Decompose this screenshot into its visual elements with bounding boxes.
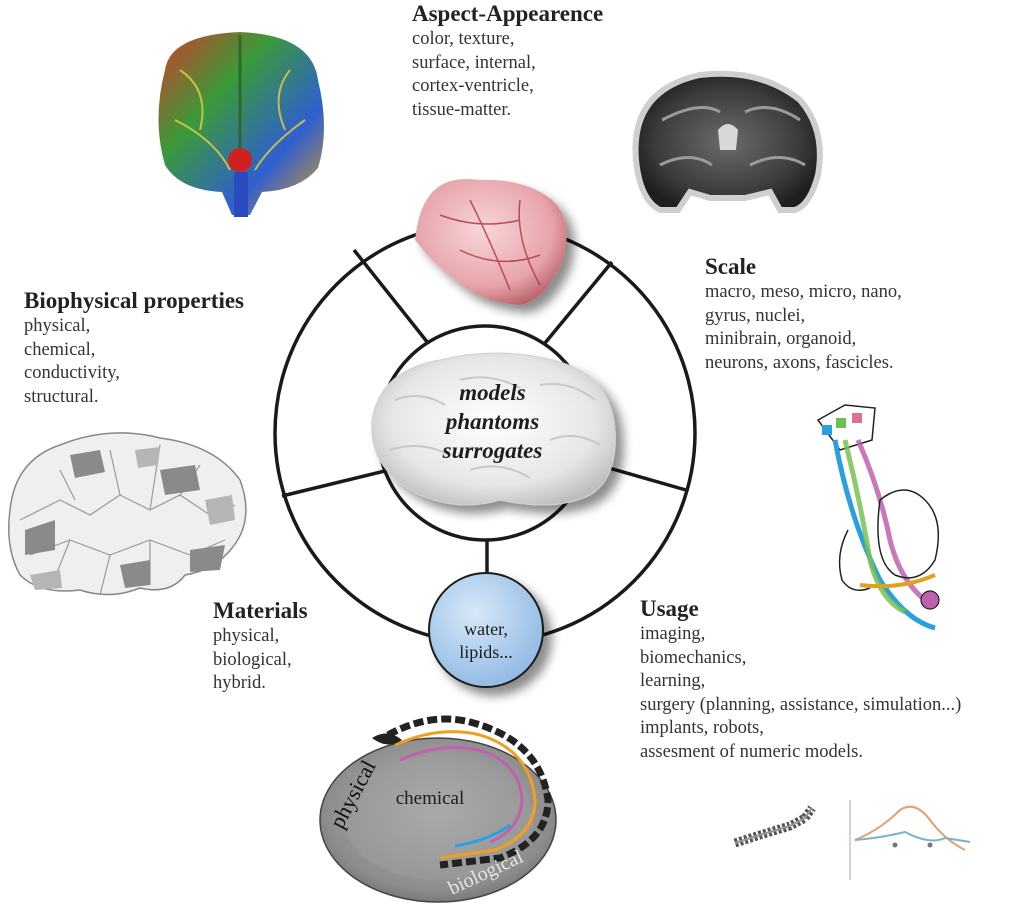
materials-title: Materials xyxy=(213,598,308,623)
hub-label: water, lipids... xyxy=(430,618,542,664)
petri-dish-image: physical biological xyxy=(319,715,557,903)
center-line-surrogates: surrogates xyxy=(442,438,543,463)
scale-line: neurons, axons, fascicles. xyxy=(705,352,894,373)
biophysical-line: physical, xyxy=(24,316,91,336)
brain-tissue-sample-image xyxy=(415,179,567,305)
water-lipids-hub xyxy=(428,572,544,688)
robot-arm-plot-image xyxy=(733,800,971,880)
materials-line: physical, xyxy=(213,626,280,646)
aspect-line: tissue-matter. xyxy=(412,99,512,120)
scale-title: Scale xyxy=(705,254,757,279)
hub-line: lipids... xyxy=(459,642,513,662)
aspect-line: surface, internal, xyxy=(412,52,536,73)
hub-line: water, xyxy=(464,619,508,639)
aspect-appearance-block: Aspect-Appearence color, texture, surfac… xyxy=(412,0,603,122)
dish-label-chemical: chemical xyxy=(395,788,465,809)
usage-line: implants, robots, xyxy=(640,718,764,738)
scale-block: Scale macro, meso, micro, nano, gyrus, n… xyxy=(705,253,902,375)
usage-line: biomechanics, xyxy=(640,647,747,668)
aspect-line: cortex-ventricle, xyxy=(412,76,534,96)
materials-line: biological, xyxy=(213,649,292,670)
aspect-line: color, texture, xyxy=(412,29,515,49)
biophysical-line: chemical, xyxy=(24,339,96,360)
center-line-models: models xyxy=(459,380,526,405)
aspect-title: Aspect-Appearence xyxy=(412,1,604,26)
tractography-brain-image xyxy=(158,32,324,217)
scale-line: macro, meso, micro, nano, xyxy=(705,282,902,302)
materials-block: Materials physical, biological, hybrid. xyxy=(213,597,308,696)
usage-block: Usage imaging, biomechanics, learning, s… xyxy=(640,595,961,764)
usage-line: surgery (planning, assistance, simulatio… xyxy=(640,694,962,715)
usage-line: imaging, xyxy=(640,624,706,644)
voronoi-brain-image xyxy=(8,432,247,596)
biophysical-line: structural. xyxy=(24,386,99,407)
scale-line: gyrus, nuclei, xyxy=(705,305,806,326)
scale-line: minibrain, organoid, xyxy=(705,329,857,349)
central-brain-image xyxy=(371,352,616,506)
biophysical-line: conductivity, xyxy=(24,363,120,383)
center-label: models phantoms surrogates xyxy=(410,378,575,465)
fiber-tract-sketch-image xyxy=(816,404,940,631)
biophysical-block: Biophysical properties physical, chemica… xyxy=(24,287,244,409)
biophysical-title: Biophysical properties xyxy=(24,288,245,313)
usage-line: assesment of numeric models. xyxy=(640,741,863,762)
materials-line: hybrid. xyxy=(213,673,266,693)
center-line-phantoms: phantoms xyxy=(445,409,540,434)
usage-title: Usage xyxy=(640,596,699,621)
mri-slice-image xyxy=(632,70,823,213)
usage-line: learning, xyxy=(640,671,706,691)
